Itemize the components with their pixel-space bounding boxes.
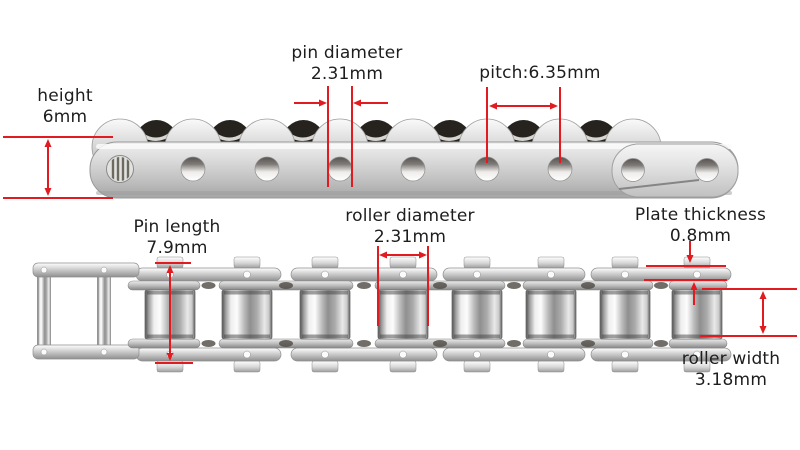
master-link-pin <box>97 267 111 353</box>
pin-length-dimension <box>155 262 193 364</box>
pin-diameter-value: 2.31mm <box>310 63 384 84</box>
roller-width-value: 3.18mm <box>694 369 768 390</box>
arrow-down-icon <box>166 353 174 361</box>
pin-diameter-dimension <box>294 86 388 187</box>
slotted-pin-head <box>106 155 134 183</box>
pitch-dimension <box>486 87 561 163</box>
master-link-clip-slot <box>618 179 700 190</box>
master-link-pin <box>37 267 51 353</box>
plate-top-highlight <box>96 144 732 149</box>
height-dimension <box>3 136 113 199</box>
plate-rivets <box>40 266 701 359</box>
roller-diameter-value: 2.31mm <box>373 226 447 247</box>
arrow-right-icon <box>550 102 558 110</box>
arrow-up-icon <box>166 265 174 273</box>
pin-length-value: 7.9mm <box>146 237 208 258</box>
plate-thickness-dimension <box>644 241 727 305</box>
pin-holes <box>180 156 719 182</box>
roller-diameter-dimension <box>377 246 429 326</box>
plate-thickness-value: 0.8mm <box>669 225 732 246</box>
roller-diameter-label: roller diameter 2.31mm <box>325 206 495 247</box>
plate-joints <box>201 282 668 347</box>
pin-length-label-text: Pin length <box>133 217 221 237</box>
rollers <box>144 289 723 340</box>
roller-width-label-text: roller width <box>681 349 781 369</box>
arrow-down-icon <box>759 326 767 334</box>
arrow-up-icon <box>44 139 52 147</box>
pitch-label-text: pitch:6.35mm <box>479 63 601 83</box>
roller-diameter-label-text: roller diameter <box>345 206 475 226</box>
roller-width-label: roller width 3.18mm <box>653 349 800 390</box>
arrow-left-icon <box>489 102 497 110</box>
pin-diameter-label: pin diameter 2.31mm <box>267 43 427 84</box>
pitch-label: pitch:6.35mm <box>450 63 630 84</box>
master-link-plate <box>611 143 739 198</box>
side-view-chain <box>89 118 739 199</box>
pin-diameter-label-text: pin diameter <box>291 43 403 63</box>
arrow-right-icon <box>319 99 327 107</box>
arrow-up-icon <box>759 291 767 299</box>
arrow-right-icon <box>419 251 427 259</box>
top-view-chain <box>32 256 732 373</box>
arrow-down-icon <box>44 188 52 196</box>
pin-length-label: Pin length 7.9mm <box>97 217 257 258</box>
height-label-text: height <box>37 86 93 106</box>
plate-thickness-label-text: Plate thickness <box>634 205 767 225</box>
arrow-left-icon <box>353 99 361 107</box>
arrow-up-icon <box>690 282 698 290</box>
arrow-down-icon <box>686 255 694 263</box>
plate-bottom-shade <box>96 191 732 195</box>
roller-width-dimension <box>700 288 797 337</box>
height-label: height 6mm <box>10 86 120 127</box>
plate-thickness-label: Plate thickness 0.8mm <box>618 205 783 246</box>
slotted-pin-stripes <box>111 157 130 181</box>
height-value: 6mm <box>42 106 88 127</box>
arrow-left-icon <box>379 251 387 259</box>
